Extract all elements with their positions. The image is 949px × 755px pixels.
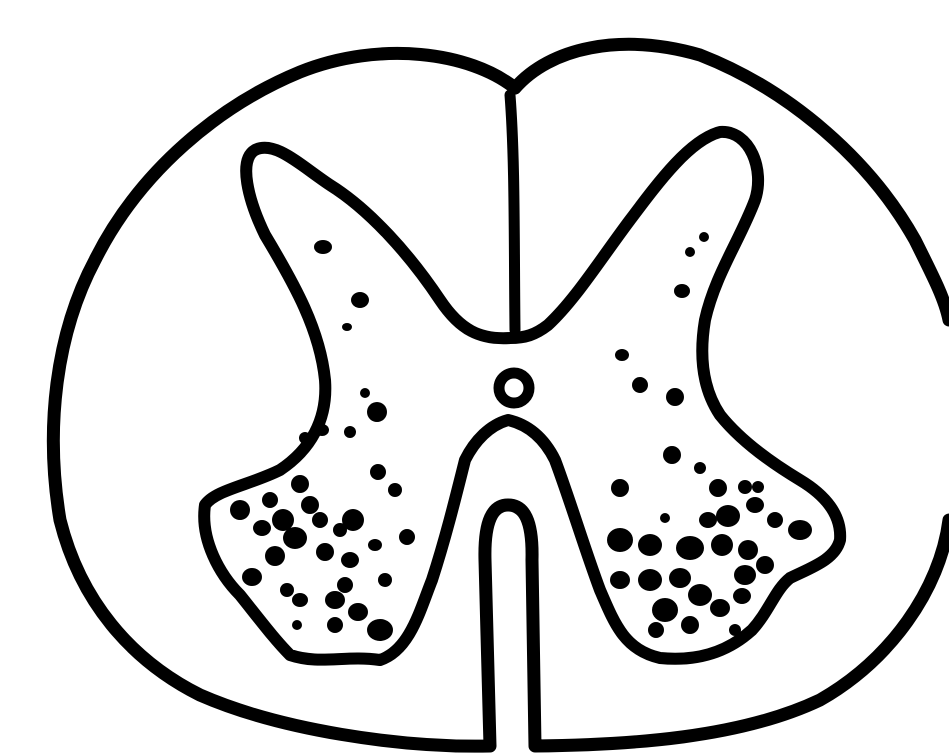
neuron-cell-body xyxy=(660,513,670,523)
neuron-cell-body xyxy=(652,598,678,622)
neuron-cell-body xyxy=(283,527,307,549)
neuron-cell-body xyxy=(716,505,740,527)
neuron-cell-body xyxy=(378,573,392,587)
neuron-cell-body xyxy=(632,377,648,393)
neuron-cell-body xyxy=(299,432,311,444)
neuron-cell-body xyxy=(681,616,699,634)
neuron-cell-body xyxy=(688,584,712,606)
posterior-median-septum xyxy=(510,95,515,330)
neuron-cell-body xyxy=(368,539,382,551)
neuron-cell-body xyxy=(610,571,630,589)
neuron-cell-body xyxy=(699,232,709,242)
neuron-cell-body xyxy=(729,624,741,636)
neuron-cell-body xyxy=(767,512,783,528)
neuron-cell-body xyxy=(709,479,727,497)
central-canal xyxy=(499,373,529,403)
neuron-cell-body xyxy=(265,546,285,566)
neuron-cell-body xyxy=(738,480,752,494)
neuron-cell-body xyxy=(388,483,402,497)
neuron-cell-body xyxy=(674,284,690,298)
neuron-cell-body xyxy=(738,540,758,560)
neuron-cell-body xyxy=(710,599,730,617)
neuron-cell-body xyxy=(399,529,415,545)
neuron-cell-body xyxy=(367,402,387,422)
neuron-cell-body xyxy=(676,536,704,560)
neuron-cell-body xyxy=(348,603,368,621)
neuron-cell-body xyxy=(301,496,319,514)
neuron-cell-body xyxy=(666,388,684,406)
neuron-cell-body xyxy=(367,619,393,641)
neuron-cell-body xyxy=(344,426,356,438)
neuron-cell-body xyxy=(733,588,751,604)
neuron-cell-body xyxy=(638,569,662,591)
neuron-cell-body xyxy=(280,583,294,597)
neuron-cell-body xyxy=(291,475,309,493)
neuron-cell-body xyxy=(312,512,328,528)
neuron-cell-body xyxy=(663,446,681,464)
neuron-cell-body xyxy=(315,424,329,436)
neuron-cell-body xyxy=(360,388,370,398)
neuron-cell-body xyxy=(292,620,302,630)
neuron-cell-body xyxy=(756,556,774,574)
neuron-cell-body xyxy=(699,512,717,528)
neuron-cell-body xyxy=(351,292,369,308)
neuron-cell-body xyxy=(648,622,664,638)
neuron-cell-body xyxy=(342,509,364,531)
neuron-cell-body xyxy=(262,492,278,508)
neuron-cell-body xyxy=(611,479,629,497)
neuron-cell-body xyxy=(327,617,343,633)
neuron-cell-body xyxy=(638,534,662,556)
neuron-cell-body xyxy=(316,543,334,561)
neuron-cell-body xyxy=(711,534,733,556)
neuron-cell-body xyxy=(314,240,332,254)
neuron-cell-body xyxy=(694,462,706,474)
neuron-cell-body xyxy=(342,323,352,331)
neuron-cell-body xyxy=(607,528,633,552)
neuron-cell-body xyxy=(734,565,756,585)
neuron-cell-body xyxy=(292,593,308,607)
neuron-cell-body xyxy=(788,520,812,540)
neuron-cell-body xyxy=(253,520,271,536)
neuron-cell-body xyxy=(685,247,695,257)
neuron-cell-body xyxy=(746,497,764,513)
neuron-cell-body xyxy=(272,509,294,531)
neuron-cell-body xyxy=(230,500,250,520)
neuron-cell-body xyxy=(370,464,386,480)
neuron-cell-body xyxy=(337,577,353,593)
neuron-cell-body xyxy=(242,568,262,586)
neuron-cell-body xyxy=(325,591,345,609)
neuron-cell-body xyxy=(669,568,691,588)
neuron-cell-body xyxy=(752,481,764,493)
neuron-cell-body xyxy=(615,349,629,361)
neuron-cell-body xyxy=(341,552,359,568)
